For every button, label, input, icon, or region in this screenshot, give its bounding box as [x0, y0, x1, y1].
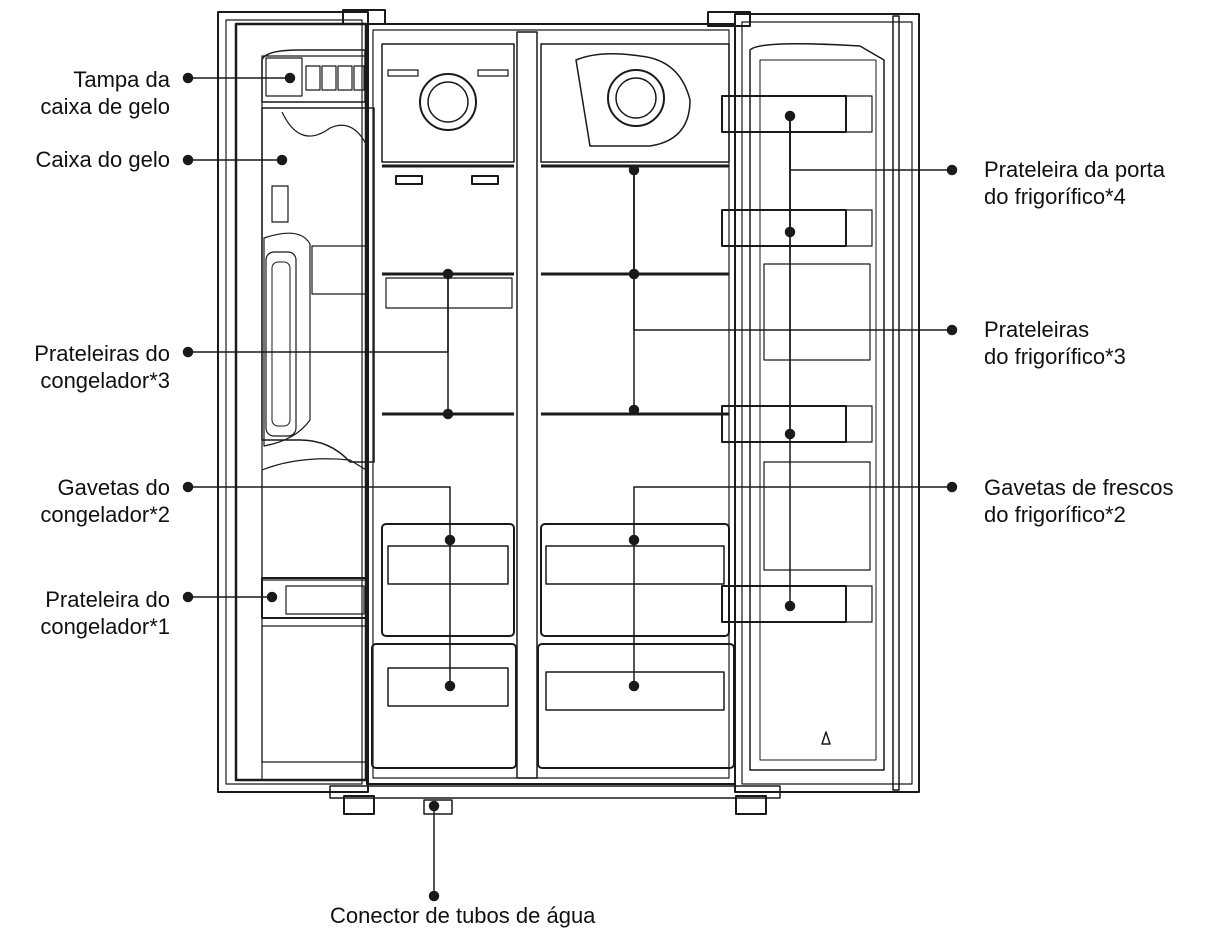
leader-freezer-shelves-dot-start	[182, 346, 194, 358]
label-water-tube-connector: Conector de tubos de água	[330, 903, 596, 928]
leader-water-tube-connector-dot-end	[428, 800, 440, 812]
cabinet-outer	[366, 23, 736, 785]
leader-ice-box-cover-dot-start	[182, 72, 194, 84]
label-freezer-shelf: Prateleira do congelador*1	[40, 587, 170, 639]
leader-fridge-crisper-drawers-dot-start	[946, 481, 958, 493]
leader-ice-box-dot-end	[276, 154, 288, 166]
freezer-compartment	[371, 43, 517, 769]
leader-fridge-door-shelf	[789, 116, 952, 171]
leader-fridge-shelves-dot-2	[628, 404, 640, 416]
leader-water-tube-connector-dot-start	[428, 890, 440, 902]
label-ice-box: Caixa do gelo	[35, 147, 170, 172]
leader-freezer-shelf-dot-start	[182, 591, 194, 603]
freezer-door	[217, 11, 375, 793]
top-hinge-right	[707, 11, 751, 27]
leader-ice-box-dot-start	[182, 154, 194, 166]
leader-fridge-shelves	[633, 170, 952, 331]
label-freezer-shelves: Prateleiras do congelador*3	[34, 341, 170, 393]
leader-freezer-drawers	[188, 486, 451, 540]
water-tube-connector-part	[423, 799, 453, 815]
leader-freezer-shelf-dot-end	[266, 591, 278, 603]
label-freezer-drawers: Gavetas do congelador*2	[40, 475, 170, 527]
label-ice-box-cover: Tampa da caixa de gelo	[40, 67, 170, 119]
leader-fridge-door-shelf-dot-3	[784, 600, 796, 612]
leader-freezer-shelves-dot-1	[442, 408, 454, 420]
leader-fridge-shelves-dot-start	[946, 324, 958, 336]
bottom-base	[329, 785, 781, 799]
label-fridge-crisper-drawers: Gavetas de frescos do frigorífico*2	[984, 475, 1174, 527]
leader-fridge-door-shelf-dot-start	[946, 164, 958, 176]
center-divider	[516, 31, 538, 779]
leader-ice-box-cover-dot-end	[284, 72, 296, 84]
fridge-door	[721, 13, 920, 793]
leader-freezer-shelves	[188, 274, 449, 353]
label-fridge-shelves: Prateleiras do frigorífico*3	[984, 317, 1126, 369]
leader-freezer-drawers-dot-1	[444, 680, 456, 692]
label-fridge-door-shelf: Prateleira da porta do frigorífico*4	[984, 157, 1165, 209]
leader-fridge-crisper-drawers	[633, 486, 952, 540]
leader-freezer-drawers-dot-start	[182, 481, 194, 493]
leader-fridge-crisper-drawers-dot-1	[628, 680, 640, 692]
fridge-fan	[607, 69, 665, 127]
freezer-fan	[419, 73, 477, 131]
